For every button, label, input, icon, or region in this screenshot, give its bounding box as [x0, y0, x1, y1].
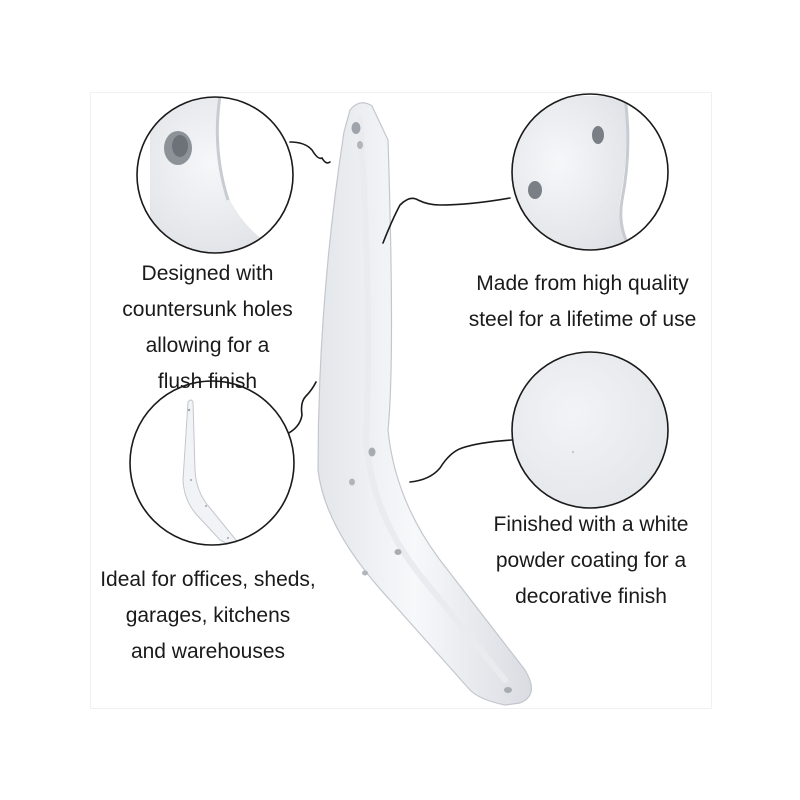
countersunk-hole — [368, 447, 376, 457]
caption-line: powder coating for a — [495, 549, 687, 572]
caption-line: countersunk holes — [122, 298, 293, 321]
zoom-powder-coating — [511, 351, 669, 509]
shelf-bracket — [317, 102, 532, 706]
countersunk-hole — [351, 122, 361, 134]
zoom-circle-border — [129, 380, 295, 546]
countersunk-hole — [349, 478, 355, 486]
caption-line: Designed with — [141, 262, 274, 285]
caption-line: steel for a lifetime of use — [468, 308, 697, 331]
caption-line: garages, kitchens — [125, 604, 291, 627]
caption-line: and warehouses — [130, 640, 286, 663]
zoom-circle-border — [511, 93, 669, 251]
countersunk-hole — [362, 570, 368, 576]
zoom-full-bracket — [129, 380, 295, 546]
caption-line: Finished with a white — [493, 513, 689, 536]
zoom-circle-border — [511, 351, 669, 509]
zoom-steel — [511, 93, 669, 251]
image-frame — [90, 92, 712, 709]
caption-countersunk-holes: Designed with countersunk holes allowing… — [100, 256, 315, 400]
zoom-circle-border — [136, 96, 294, 254]
caption-line: Ideal for offices, sheds, — [100, 568, 316, 591]
caption-powder-coating: Finished with a white powder coating for… — [460, 507, 722, 615]
caption-uses: Ideal for offices, sheds, garages, kitch… — [78, 562, 338, 670]
caption-line: allowing for a — [145, 334, 270, 357]
countersunk-hole — [394, 549, 402, 555]
countersunk-hole — [357, 141, 363, 149]
callout-connectors — [284, 141, 513, 483]
zoom-countersunk-hole — [136, 96, 294, 254]
countersunk-hole — [504, 687, 512, 693]
caption-line: decorative finish — [515, 585, 667, 608]
caption-line: flush finish — [157, 370, 258, 393]
caption-steel: Made from high quality steel for a lifet… — [440, 266, 725, 338]
caption-line: Made from high quality — [476, 272, 689, 295]
